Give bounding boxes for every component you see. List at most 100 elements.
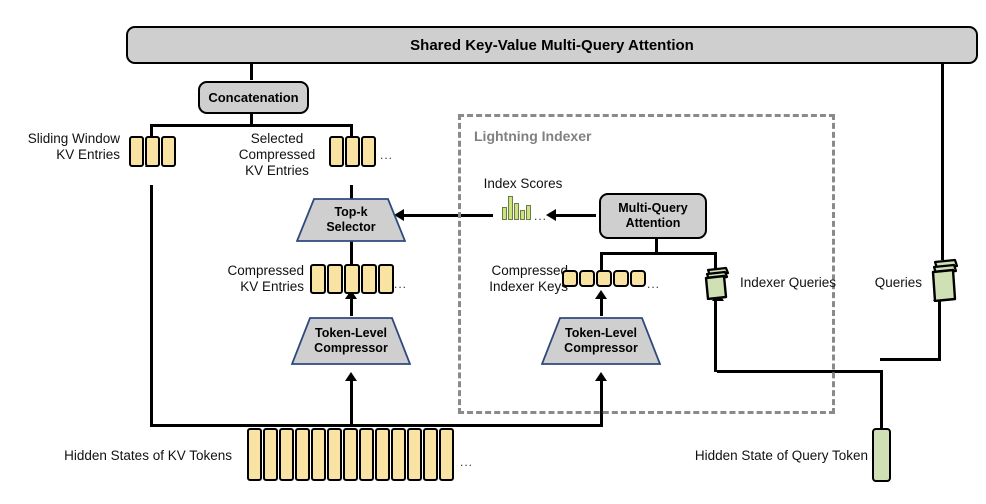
- line-compkv-to-topk: [350, 298, 353, 316]
- selected-compressed-ellipsis: ...: [380, 148, 394, 162]
- kv-cell: [344, 264, 360, 294]
- hidden-states-kv-ellipsis: ...: [460, 455, 474, 469]
- line-bus-to-mqa: [655, 238, 658, 254]
- kv-cell: [361, 264, 377, 294]
- kv-cell: [343, 428, 358, 481]
- index-score-bar: [508, 196, 513, 220]
- line-mqa-bus: [600, 252, 717, 255]
- line-scores-to-topk: [404, 214, 493, 217]
- line-indexerqueries-up: [714, 252, 717, 280]
- hidden-state-query-label: Hidden State of Query Token: [694, 448, 868, 463]
- line-hidden-to-compressor-left: [350, 380, 353, 427]
- line-compkv-up: [350, 236, 353, 264]
- kv-cell: [145, 136, 160, 167]
- kv-cell: [311, 428, 326, 481]
- compressed-indexer-keys-cells: [562, 270, 646, 287]
- arrow-compressor-to-compkv: [345, 290, 357, 299]
- line-bus-down-right: [350, 124, 353, 140]
- kv-cell: [295, 428, 310, 481]
- kv-cell: [407, 428, 422, 481]
- index-score-bar: [514, 203, 519, 220]
- kv-cell: [579, 270, 595, 287]
- kv-cell: [439, 428, 454, 481]
- line-hidden-bus-right: [225, 424, 603, 427]
- kv-cell: [263, 428, 278, 481]
- kv-cell: [613, 270, 629, 287]
- kv-cell: [596, 270, 612, 287]
- compressed-kv-ellipsis: ...: [394, 277, 408, 291]
- kv-cell: [391, 428, 406, 481]
- hidden-states-kv-label: Hidden States of KV Tokens: [64, 448, 232, 463]
- kv-cell: [345, 136, 360, 167]
- indexer-keys-ellipsis: ...: [647, 277, 661, 291]
- index-score-bar: [502, 207, 507, 220]
- hidden-states-kv-cells: [247, 428, 454, 481]
- line-querytoken-left: [717, 370, 883, 373]
- lightning-indexer-group: [458, 114, 835, 414]
- queries-icon: [928, 258, 962, 303]
- arrow-scores-to-topk: [394, 209, 404, 221]
- selected-compressed-cells: [329, 136, 376, 167]
- index-score-bar: [520, 210, 525, 220]
- topk-selector-shape: [296, 198, 406, 242]
- line-bus-down-left: [150, 124, 153, 140]
- kv-cell: [361, 136, 376, 167]
- line-queries-up: [938, 300, 941, 360]
- index-scores-ellipsis: ...: [534, 209, 548, 223]
- indexer-queries-icon: [702, 266, 732, 301]
- index-scores-bars: [502, 196, 532, 220]
- kv-cell: [562, 270, 578, 287]
- line-bus-up-center: [250, 110, 253, 126]
- line-hidden-to-sliding: [150, 185, 153, 427]
- line-topk-to-selected: [350, 185, 353, 199]
- arrow-hidden-to-compressor-right: [595, 372, 607, 381]
- concatenation-block[interactable]: Concatenation: [198, 81, 309, 114]
- token-level-compressor-left-shape: [291, 317, 411, 365]
- line-indexerkeys-up: [600, 252, 603, 274]
- kv-cell: [630, 270, 646, 287]
- line-compressor-right-up: [600, 298, 603, 316]
- kv-cell: [375, 428, 390, 481]
- kv-cell: [359, 428, 374, 481]
- indexer-queries-label: Indexer Queries: [740, 275, 837, 290]
- kv-cell: [327, 428, 342, 481]
- hidden-state-query-cell: [872, 428, 891, 482]
- kv-cell: [327, 264, 343, 294]
- sliding-window-cells: [129, 136, 176, 167]
- kv-cell: [378, 264, 394, 294]
- arrow-compressor-to-indexerkeys: [595, 290, 607, 299]
- line-querytoken-up: [880, 370, 883, 430]
- token-level-compressor-right-shape: [541, 317, 661, 365]
- shared-kv-attention-bar[interactable]: Shared Key-Value Multi-Query Attention: [126, 26, 978, 64]
- kv-cell: [247, 428, 262, 481]
- kv-cell: [310, 264, 326, 294]
- index-score-bar: [526, 205, 531, 220]
- line-queries-to-topbar: [941, 60, 944, 260]
- line-to-indexer-queries: [714, 300, 717, 372]
- kv-cell: [423, 428, 438, 481]
- kv-cell: [329, 136, 344, 167]
- index-scores-label: Index Scores: [483, 176, 563, 191]
- lightning-indexer-label: Lightning Indexer: [474, 128, 592, 144]
- arrow-mqa-to-scores: [546, 209, 556, 221]
- line-hidden-to-compressor-right: [600, 380, 603, 427]
- kv-cell: [129, 136, 144, 167]
- kv-cell: [161, 136, 176, 167]
- line-querytoken-to-queries: [880, 358, 941, 361]
- arrow-hidden-to-compressor-left: [345, 372, 357, 381]
- queries-label: Queries: [874, 275, 922, 290]
- kv-cell: [279, 428, 294, 481]
- compressed-kv-cells: [310, 264, 394, 294]
